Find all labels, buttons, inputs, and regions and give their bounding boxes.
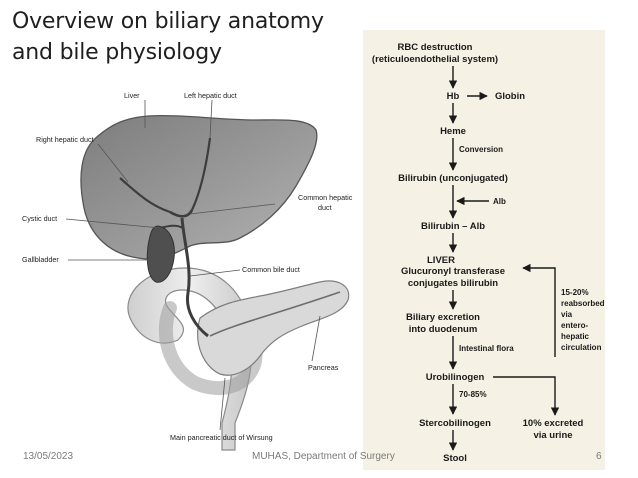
slide-title-line-2: and bile physiology — [12, 40, 222, 65]
right-hepatic-duct-line — [119, 177, 171, 214]
flow-alb: Alb — [493, 197, 506, 206]
label-pancreatic-duct: Main pancreatic duct of Wirsung — [170, 433, 273, 442]
label-right-hepatic-duct: Right hepatic duct — [36, 135, 94, 144]
label-cystic-duct: Cystic duct — [22, 214, 57, 223]
pancreatic-duct-line — [209, 291, 341, 337]
flow-reabsorbed-6: circulation — [561, 343, 602, 352]
flow-reabsorbed-3: via — [561, 310, 573, 319]
footer-department: MUHAS, Department of Surgery — [252, 451, 395, 462]
flow-reabsorbed-4: entero- — [561, 321, 588, 330]
pancreas-shape — [197, 280, 350, 376]
flow-into-duodenum: into duodenum — [409, 324, 478, 335]
gallbladder-shape — [146, 225, 175, 283]
flow-conversion: Conversion — [459, 145, 503, 154]
flow-intestinal-flora: Intestinal flora — [459, 344, 514, 353]
footer-page-number: 6 — [596, 451, 602, 462]
flow-bilirubin-unconjugated: Bilirubin (unconjugated) — [398, 173, 508, 184]
label-pancreas: Pancreas — [308, 363, 339, 372]
label-common-bile-duct: Common bile duct — [242, 265, 300, 274]
bilirubin-flowchart: RBC destruction (reticuloendothelial sys… — [363, 30, 605, 470]
flow-reticuloendothelial: (reticuloendothelial system) — [372, 54, 498, 65]
footer-date: 13/05/2023 — [23, 451, 74, 462]
hepatic-junction — [169, 209, 194, 218]
slide-title-line-1: Overview on biliary anatomy — [12, 9, 324, 34]
flow-heme: Heme — [440, 126, 466, 137]
left-hepatic-duct-line — [191, 137, 212, 211]
label-liver: Liver — [124, 91, 140, 100]
flow-stercobilinogen: Stercobilinogen — [419, 418, 491, 429]
common-bile-duct-line — [180, 217, 209, 338]
liver-shape — [80, 114, 318, 260]
flow-reabsorbed-5: hepatic — [561, 332, 590, 341]
flow-hb: Hb — [447, 91, 460, 102]
biliary-anatomy-diagram: Liver Left hepatic duct Right hepatic du… — [22, 91, 353, 451]
label-left-hepatic-duct: Left hepatic duct — [184, 91, 237, 100]
flow-bilirubin-alb: Bilirubin – Alb — [421, 221, 485, 232]
flow-liver: LIVER — [427, 255, 455, 266]
flow-excreted-1: 10% excreted — [523, 418, 584, 429]
flow-rbc-destruction: RBC destruction — [398, 42, 473, 53]
slide-title: Overview on biliary anatomy and bile phy… — [12, 6, 324, 68]
flow-globin: Globin — [495, 91, 525, 102]
label-common-hepatic-duct-1: Common hepatic — [298, 193, 353, 202]
flow-conjugates: conjugates bilirubin — [408, 278, 498, 289]
flow-pct-70-85: 70-85% — [459, 390, 487, 399]
flow-stool: Stool — [443, 453, 467, 464]
flow-reabsorbed-1: 15-20% — [561, 288, 589, 297]
flow-arrows — [448, 66, 560, 451]
duodenum-loop — [158, 301, 263, 395]
flow-excreted-2: via urine — [533, 430, 572, 441]
flow-urobilinogen: Urobilinogen — [426, 372, 485, 383]
label-gallbladder: Gallbladder — [22, 255, 59, 264]
label-common-hepatic-duct-2: duct — [318, 203, 332, 212]
flow-reabsorbed-2: reabsorbed — [561, 299, 605, 308]
flow-glucuronyl: Glucuronyl transferase — [401, 266, 505, 277]
flow-biliary-excretion: Biliary excretion — [406, 312, 480, 323]
leader-lines — [65, 99, 321, 431]
